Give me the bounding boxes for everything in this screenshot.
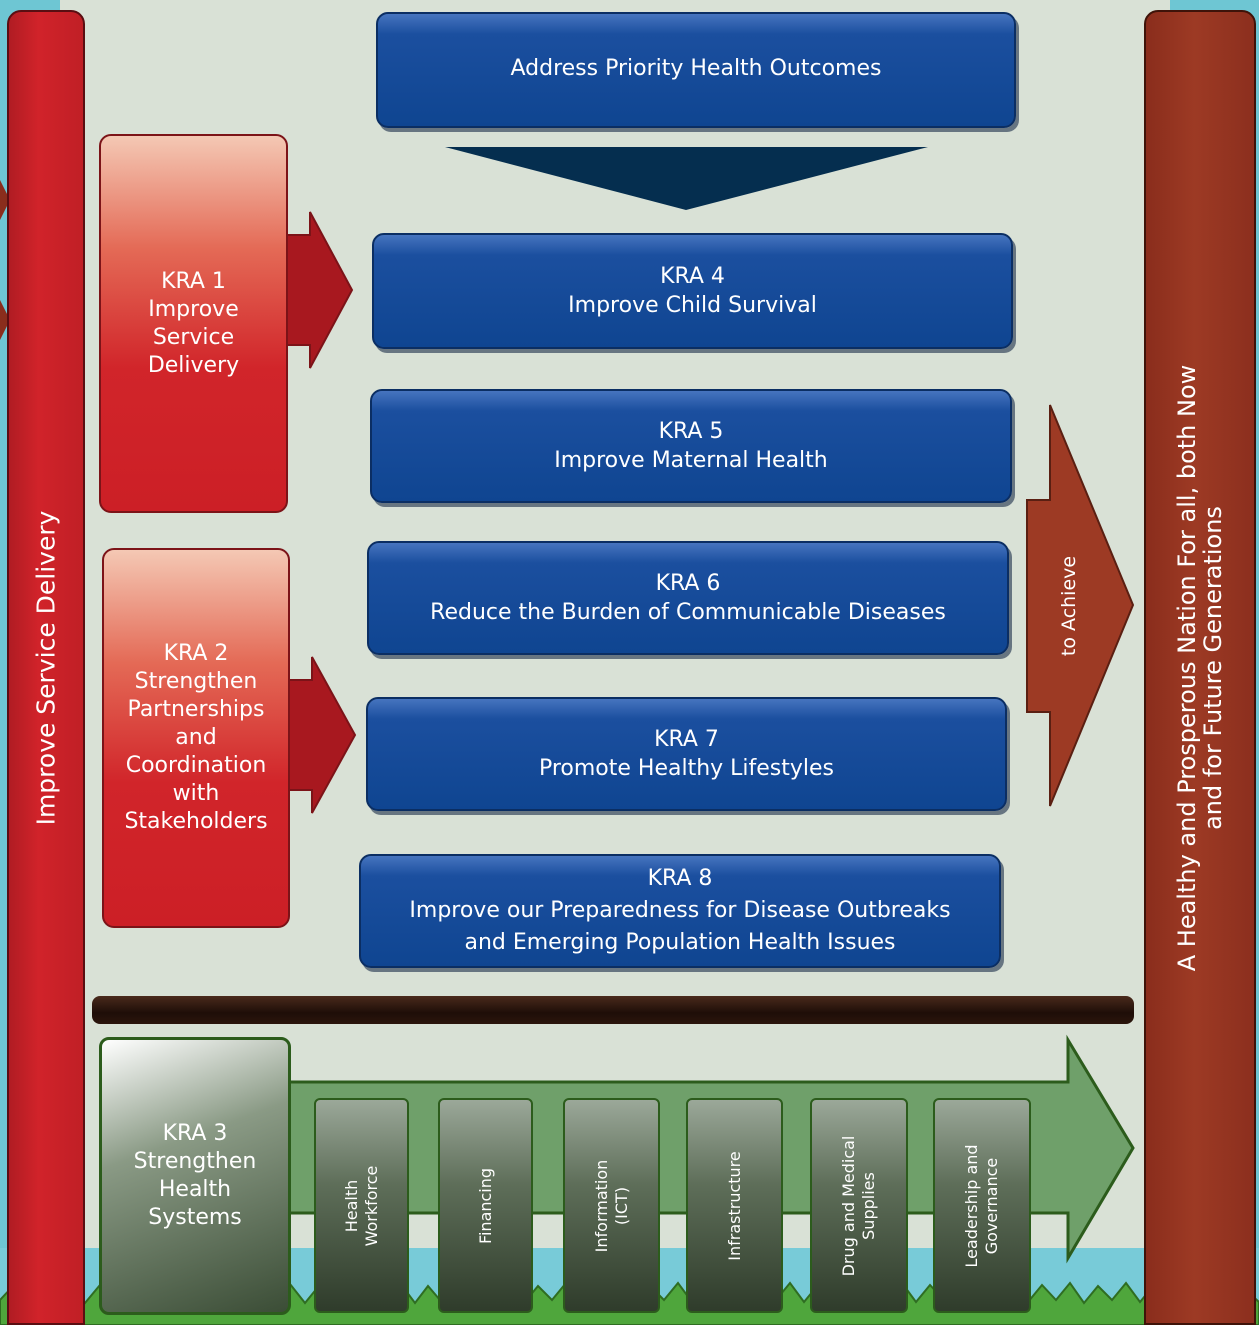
right-pillar-label: A Healthy and Prosperous Nation For all,… [1173,364,1227,971]
kra3-line: Strengthen [133,1149,257,1174]
divider-bar [92,996,1134,1024]
pillar-label: Drug and Medical Supplies [839,1135,879,1276]
kra4-title: Improve Child Survival [568,293,817,318]
pillar-label: Health Workforce [342,1165,382,1246]
kra2-arrow [284,656,357,814]
kra1-arrow [284,211,354,369]
kra1-code: KRA 1 [161,268,226,294]
kra8-title: Improve our Preparedness for Disease Out… [409,898,951,923]
pillar-line1: Information [591,1159,611,1252]
kra1-line: Service [152,324,235,350]
pillar-label: Leadership and Governance [962,1144,1002,1267]
pillar-health-workforce: Health Workforce [314,1098,409,1313]
achieve-arrow-label: to Achieve [1058,555,1080,657]
pillar-leadership: Leadership and Governance [933,1098,1031,1313]
kra5-code: KRA 5 [658,419,724,444]
kra3-line: Systems [148,1205,242,1230]
pillar-label: Financing [476,1167,496,1243]
outcomes-header-box: Address Priority Health Outcomes [376,12,1016,128]
kra2-line: Stakeholders [124,809,268,834]
kra2-line: with [172,781,220,806]
pillar-line1: Leadership and [962,1143,981,1268]
pillar-line2: Supplies [859,1171,878,1240]
left-pillar-label: Improve Service Delivery [31,510,61,825]
pillar-line1: Drug and Medical [839,1135,858,1276]
kra5-title: Improve Maternal Health [554,448,828,473]
pillar-line1: Infrastructure [724,1150,744,1261]
kra6-code: KRA 6 [655,571,721,596]
pillar-drug-supplies: Drug and Medical Supplies [810,1098,908,1313]
kra1-box: KRA 1 Improve Service Delivery [99,134,288,513]
kra2-line: and [175,725,217,750]
pillar-line1: Health [341,1179,361,1232]
right-pillar: A Healthy and Prosperous Nation For all,… [1144,10,1256,1325]
kra4-code: KRA 4 [660,264,725,289]
kra1-line: Improve [148,296,239,322]
kra8-title-line2: and Emerging Population Health Issues [464,930,896,955]
pillar-label: Information (ICT) [592,1159,632,1252]
kra4-box: KRA 4 Improve Child Survival [372,233,1013,349]
kra3-code: KRA 3 [162,1121,228,1146]
kra2-box: KRA 2 Strengthen Partnerships and Coordi… [102,548,290,928]
kra8-code: KRA 8 [647,866,713,891]
kra2-code: KRA 2 [163,641,229,666]
right-pillar-line2: and for Future Generations [1199,505,1227,830]
pillar-line2: (ICT) [611,1186,631,1225]
kra7-title: Promote Healthy Lifestyles [538,756,835,781]
pillar-line2: Governance [982,1157,1001,1254]
kra1-line: Delivery [147,352,240,378]
pillar-label: Infrastructure [725,1151,745,1260]
outcomes-header-label: Address Priority Health Outcomes [510,56,882,81]
left-edge-mark [0,180,10,220]
right-pillar-line1: A Healthy and Prosperous Nation For all,… [1173,364,1201,971]
pillar-line1: Financing [475,1167,495,1244]
kra5-box: KRA 5 Improve Maternal Health [370,389,1012,503]
kra7-box: KRA 7 Promote Healthy Lifestyles [366,697,1007,811]
kra6-box: KRA 6 Reduce the Burden of Communicable … [367,541,1009,655]
down-arrow [445,147,928,210]
left-edge-mark-2 [0,300,10,340]
pillar-information: Information (ICT) [563,1098,660,1313]
kra2-line: Coordination [125,753,267,778]
kra6-title: Reduce the Burden of Communicable Diseas… [430,600,946,625]
achieve-arrow-shape [1026,404,1135,807]
left-pillar: Improve Service Delivery [7,10,85,1325]
kra3-line: Health [158,1177,232,1202]
kra2-line: Partnerships [127,697,265,722]
kra2-line: Strengthen [134,669,258,694]
pillar-financing: Financing [438,1098,533,1313]
pillar-infrastructure: Infrastructure [686,1098,783,1313]
achieve-arrow: to Achieve [1027,405,1111,807]
pillar-line2: Workforce [361,1165,381,1246]
kra8-box: KRA 8 Improve our Preparedness for Disea… [359,854,1001,968]
kra3-box: KRA 3 Strengthen Health Systems [99,1037,291,1315]
kra7-code: KRA 7 [654,727,719,752]
